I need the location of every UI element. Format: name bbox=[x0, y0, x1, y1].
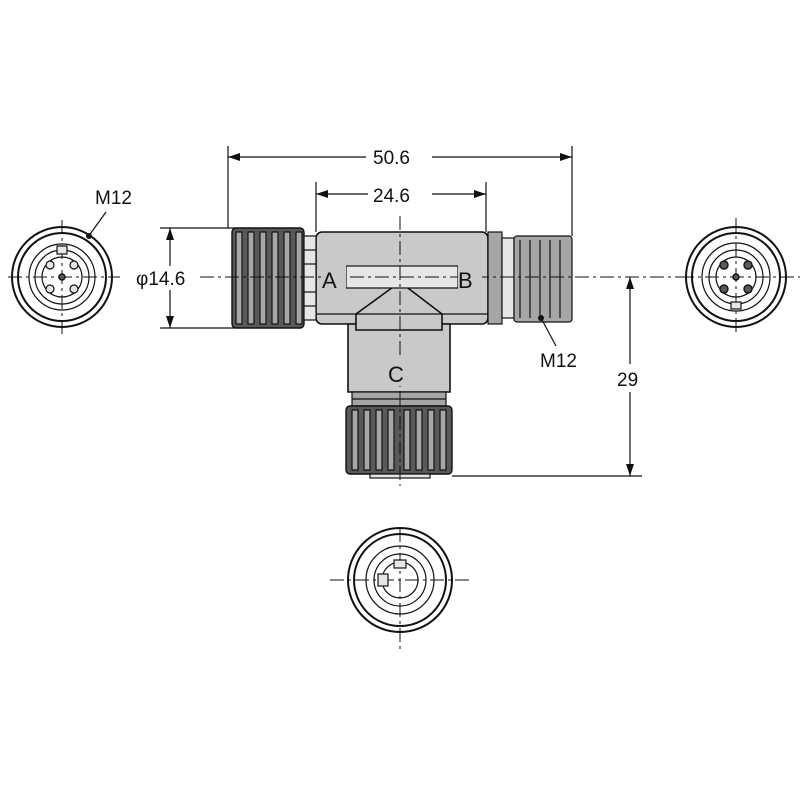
main-body bbox=[200, 216, 680, 486]
bottom-end-view bbox=[330, 527, 470, 652]
diameter-dimension: φ14.6 bbox=[132, 227, 236, 329]
left-thread-label: M12 bbox=[95, 188, 132, 209]
port-a-label: A bbox=[322, 268, 337, 293]
diameter-label: φ14.6 bbox=[136, 269, 185, 290]
left-thread-callout: M12 bbox=[86, 188, 132, 239]
center-spacing-label: 24.6 bbox=[373, 186, 410, 207]
height-label: 29 bbox=[617, 370, 638, 391]
right-end-view bbox=[680, 218, 800, 336]
left-knurl bbox=[235, 231, 303, 325]
height-dimension: 29 bbox=[452, 277, 648, 477]
right-thread-callout: M12 bbox=[538, 315, 577, 372]
overall-length-dimension: 50.6 bbox=[227, 143, 573, 236]
center-spacing-dimension: 24.6 bbox=[315, 181, 487, 232]
bottom-knurl bbox=[351, 409, 447, 471]
left-end-view bbox=[8, 220, 120, 335]
port-b-label: B bbox=[458, 268, 473, 293]
right-thread-label: M12 bbox=[540, 351, 577, 372]
port-c-label: C bbox=[388, 362, 404, 387]
overall-length-label: 50.6 bbox=[373, 148, 410, 169]
